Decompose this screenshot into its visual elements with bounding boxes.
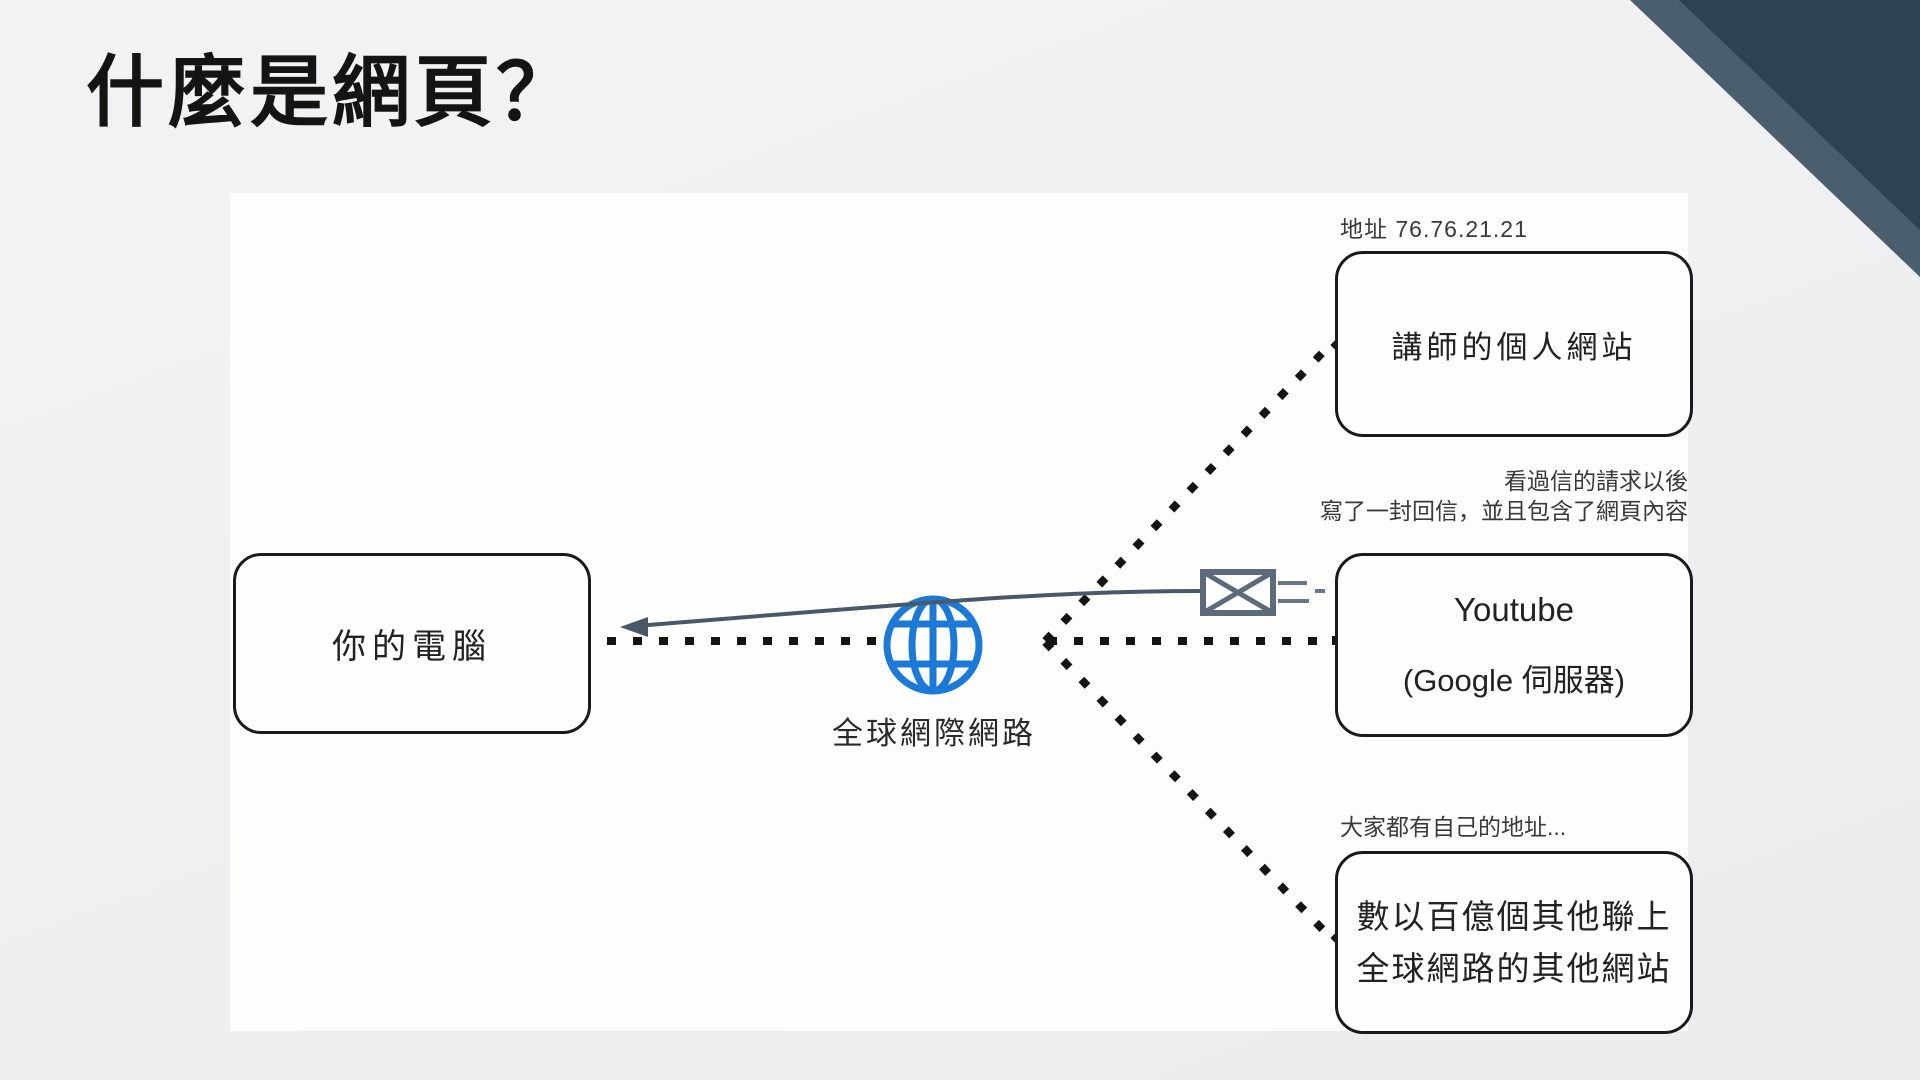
address-note: 地址 76.76.21.21 [1340, 216, 1528, 242]
other-websites-line2: 全球網路的其他網站 [1356, 949, 1672, 987]
instructor-website-box: 講師的個人網站 [1335, 251, 1693, 437]
globe-icon [883, 595, 983, 695]
speed-lines-icon [1278, 581, 1325, 603]
corner-accent-triangle [1630, 0, 1920, 277]
everyone-address-note: 大家都有自己的地址... [1340, 814, 1567, 840]
corner-accent-dark [1679, 0, 1920, 230]
computer-box: 你的電腦 [233, 553, 591, 734]
google-server-label: (Google 伺服器) [1402, 662, 1626, 698]
computer-box-label: 你的電腦 [332, 628, 492, 666]
reply-note-line1: 看過信的請求以後 [1504, 468, 1688, 494]
youtube-label: Youtube [1454, 590, 1574, 628]
other-websites-box: 數以百億個其他聯上 全球網路的其他網站 [1335, 851, 1693, 1034]
youtube-server-box: Youtube (Google 伺服器) [1335, 553, 1693, 737]
reply-arrowhead [620, 617, 648, 637]
reply-note-line2: 寫了一封回信，並且包含了網頁內容 [1320, 498, 1688, 525]
internet-label: 全球網際網路 [832, 716, 1036, 751]
page-title: 什麼是網頁？ [86, 48, 579, 136]
reply-note: 看過信的請求以後 寫了一封回信，並且包含了網頁內容 [1320, 466, 1688, 527]
dotted-line-internet-others [1042, 639, 1334, 941]
envelope-icon [1200, 569, 1276, 616]
instructor-website-label: 講師的個人網站 [1391, 329, 1637, 365]
dotted-line-internet-instructor [1042, 341, 1334, 644]
other-websites-line1: 數以百億個其他聯上 [1356, 898, 1672, 936]
reply-arrow [620, 589, 1204, 637]
